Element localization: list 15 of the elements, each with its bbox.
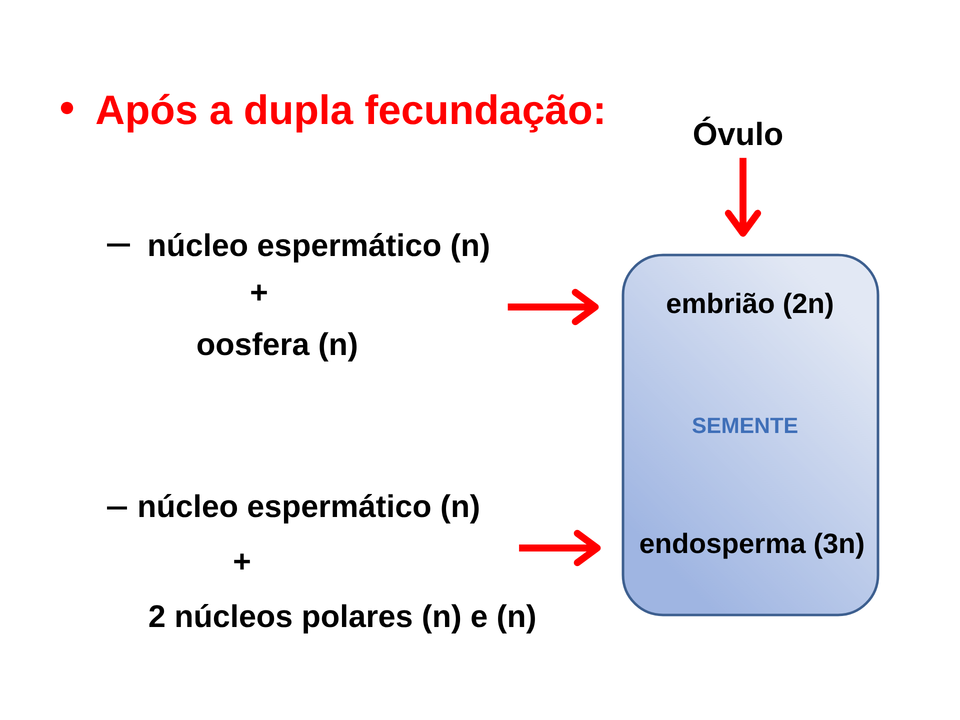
arrow [508,288,599,326]
arrow [724,158,762,237]
term-label: núcleo espermático (n) [139,494,479,524]
top-label: Óvulo [694,116,782,146]
arrow [519,530,601,566]
term-label: núcleo espermático (n) [149,233,489,262]
plus-sign: + [234,554,250,570]
term-label: oosfera (n) [198,332,357,362]
box-title: SEMENTE [692,418,798,434]
box-label: embrião (2n) [667,292,833,319]
term-label: 2 núcleos polares (n) e (n) [149,604,535,634]
plus-sign: + [251,284,267,301]
box-label: endosperma (3n) [640,532,864,559]
seed-box [622,254,880,616]
slide-title: Após a dupla fecundação: [96,94,602,133]
